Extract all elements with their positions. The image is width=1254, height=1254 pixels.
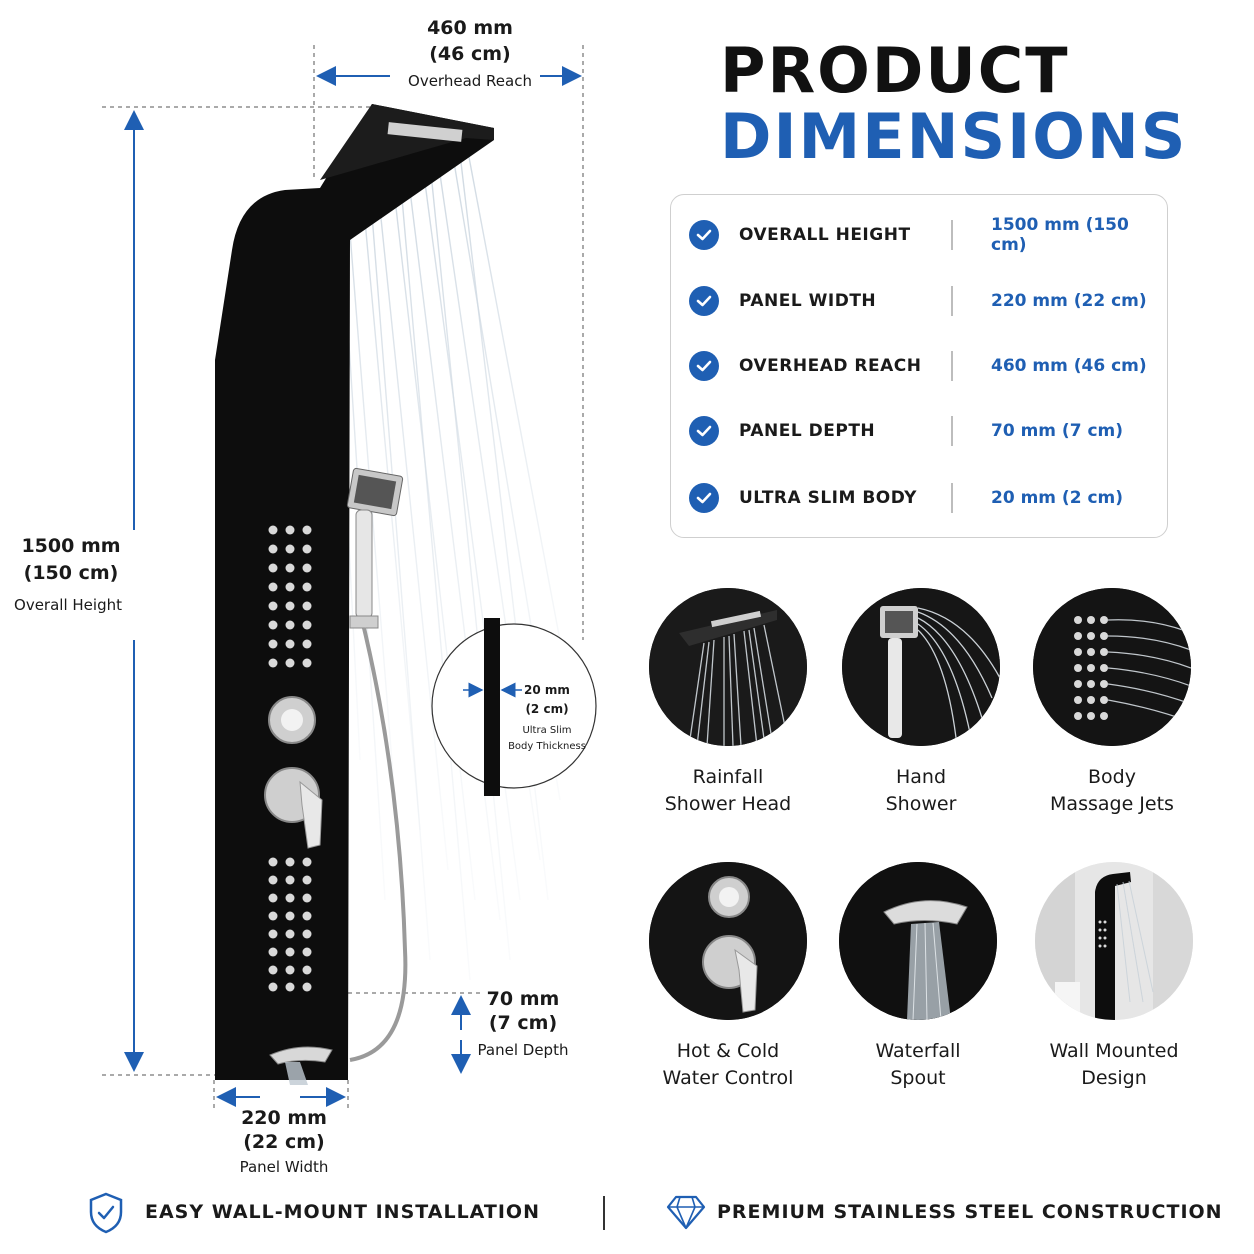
massage-jets-image xyxy=(1033,588,1191,746)
massage-jets-upper xyxy=(268,525,312,668)
height-alt: (150 cm) xyxy=(23,562,119,584)
reach-caption: Overhead Reach xyxy=(408,72,532,90)
spec-row: PANEL WIDTH 220 mm (22 cm) xyxy=(671,281,1167,321)
spec-label: ULTRA SLIM BODY xyxy=(739,488,917,508)
thickness-caption-1: Ultra Slim xyxy=(522,725,572,736)
check-icon xyxy=(689,351,719,381)
thickness-value: 20 mm xyxy=(524,683,570,697)
thickness-alt: (2 cm) xyxy=(525,702,569,716)
thickness-caption-2: Body Thickness xyxy=(508,741,586,752)
spec-row: OVERALL HEIGHT 1500 mm (150 cm) xyxy=(671,215,1167,255)
shield-check-icon xyxy=(88,1192,124,1234)
check-icon xyxy=(689,483,719,513)
height-value: 1500 mm xyxy=(21,535,121,557)
footer-divider xyxy=(603,1196,605,1230)
check-icon xyxy=(689,416,719,446)
depth-alt: (7 cm) xyxy=(488,1012,558,1034)
check-icon xyxy=(689,286,719,316)
spec-divider xyxy=(951,220,953,250)
spec-divider xyxy=(951,286,953,316)
spec-label: OVERALL HEIGHT xyxy=(739,225,911,245)
hand-shower xyxy=(346,467,408,1062)
page-title-line2: DIMENSIONS xyxy=(720,100,1188,173)
waterfall-spout-image xyxy=(839,862,997,1020)
control-knobs xyxy=(264,696,323,849)
spec-value: 20 mm (2 cm) xyxy=(991,488,1123,508)
hand-shower-image xyxy=(842,588,1000,746)
width-value: 220 mm xyxy=(241,1107,327,1129)
spec-value: 220 mm (22 cm) xyxy=(991,291,1147,311)
reach-value: 460 mm xyxy=(427,17,513,39)
spec-row: OVERHEAD REACH 460 mm (46 cm) xyxy=(671,346,1167,386)
shower-panel xyxy=(215,104,494,1080)
spec-divider xyxy=(951,351,953,381)
spec-table: OVERALL HEIGHT 1500 mm (150 cm) PANEL WI… xyxy=(670,194,1168,538)
footer-installation-text: EASY WALL-MOUNT INSTALLATION xyxy=(145,1201,540,1223)
spec-label: PANEL WIDTH xyxy=(739,291,877,311)
product-drawing xyxy=(102,45,597,1110)
spec-divider xyxy=(951,416,953,446)
dimension-arrows xyxy=(124,66,582,1107)
footer-construction-text: PREMIUM STAINLESS STEEL CONSTRUCTION xyxy=(717,1201,1223,1223)
spec-divider xyxy=(951,483,953,513)
spec-label: PANEL DEPTH xyxy=(739,421,876,441)
diamond-icon xyxy=(666,1194,706,1230)
height-caption: Overall Height xyxy=(14,596,122,614)
spec-label: OVERHEAD REACH xyxy=(739,356,922,376)
spec-row: ULTRA SLIM BODY 20 mm (2 cm) xyxy=(671,478,1167,518)
width-alt: (22 cm) xyxy=(243,1131,325,1153)
hot-cold-control-image xyxy=(649,862,807,1020)
rainfall-head-image xyxy=(649,588,807,746)
page-title-line1: PRODUCT xyxy=(720,34,1070,107)
check-icon xyxy=(689,220,719,250)
spec-value: 460 mm (46 cm) xyxy=(991,356,1147,376)
spec-value: 1500 mm (150 cm) xyxy=(991,215,1129,255)
wall-mounted-image xyxy=(1035,862,1193,1020)
spec-row: PANEL DEPTH 70 mm (7 cm) xyxy=(671,411,1167,451)
depth-caption: Panel Depth xyxy=(477,1041,569,1059)
depth-value: 70 mm xyxy=(486,988,560,1010)
spec-value: 70 mm (7 cm) xyxy=(991,421,1123,441)
massage-jets-lower xyxy=(268,857,312,992)
width-caption: Panel Width xyxy=(239,1158,329,1176)
dimension-guides xyxy=(102,45,584,1110)
reach-alt: (46 cm) xyxy=(429,43,511,65)
waterfall-spout xyxy=(269,1046,333,1085)
thickness-zoom-circle xyxy=(431,618,597,796)
